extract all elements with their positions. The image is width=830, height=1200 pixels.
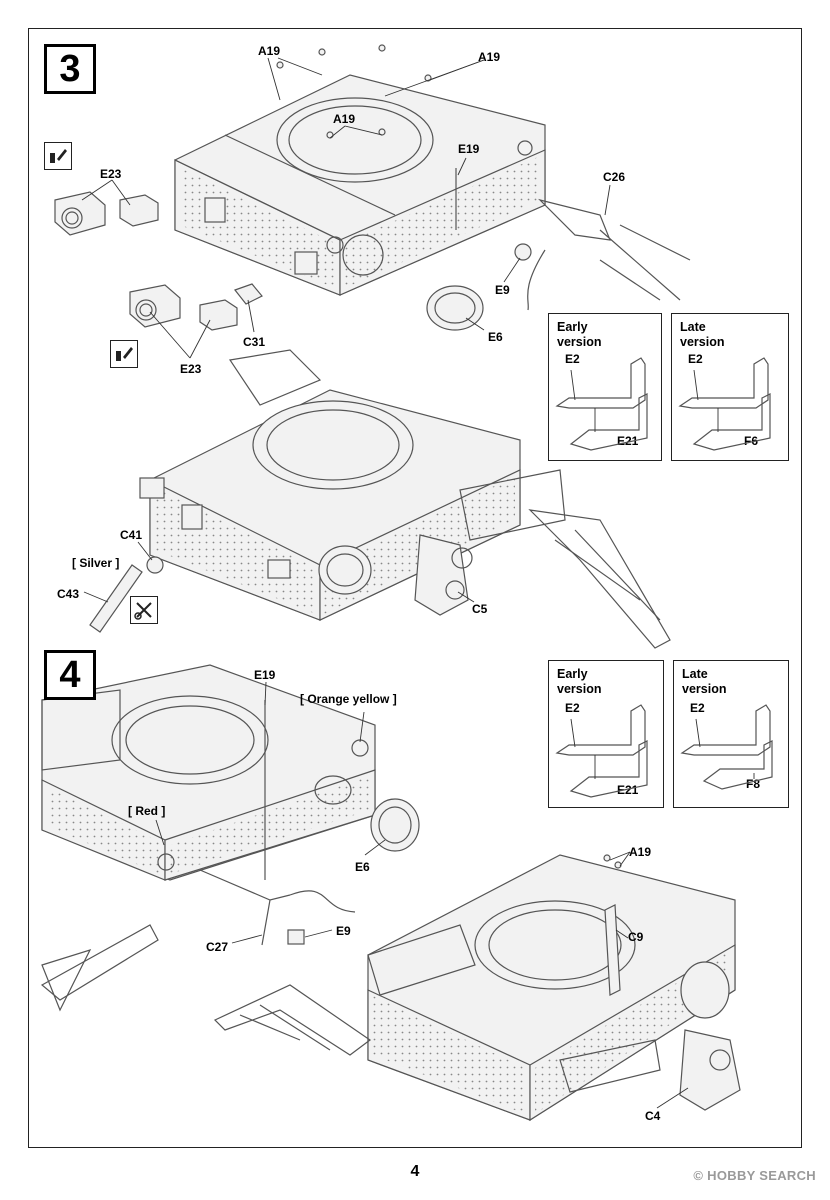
part-label-e9: E9 (336, 924, 351, 938)
part-label-e2: E2 (690, 701, 705, 715)
variant-box-early: Early version E2 E21 (548, 313, 662, 461)
part-label-c31: C31 (243, 335, 266, 349)
part-label-c43: C43 (57, 587, 80, 601)
variant-title: Late version (682, 667, 727, 696)
part-label-e21: E21 (617, 783, 639, 797)
instruction-frame (28, 28, 802, 1148)
variant-box-early: Early version E2 E21 (548, 660, 664, 808)
watermark-brand: HOBBY SEARCH (707, 1168, 816, 1183)
paint-callout-silver: [ Silver ] (72, 556, 120, 570)
paint-callout-red: [ Red ] (128, 804, 166, 818)
variant-part-drawing (555, 704, 648, 798)
part-label-e6: E6 (488, 330, 503, 344)
part-label-a19: A19 (333, 112, 356, 126)
part-label-c5: C5 (472, 602, 488, 616)
step3-upper-hull (54, 44, 691, 359)
part-label-e19: E19 (254, 668, 276, 682)
part-label-e19: E19 (458, 142, 480, 156)
part-label-e23: E23 (100, 167, 122, 181)
part-label-c9: C9 (628, 930, 644, 944)
part-label-a19: A19 (629, 845, 652, 859)
page-number: 4 (410, 1163, 420, 1180)
part-label-e2: E2 (565, 352, 580, 366)
step3-lower-hull (83, 349, 671, 649)
step4-rear-hull (40, 664, 420, 1012)
step-number-4: 4 (44, 650, 96, 700)
part-label-a19: A19 (478, 50, 501, 64)
variant-part-drawing (678, 357, 771, 451)
step-number-3: 3 (44, 44, 96, 94)
part-label-e23: E23 (180, 362, 202, 376)
variant-part-drawing (555, 357, 648, 451)
part-label-c41: C41 (120, 528, 143, 542)
part-label-e6: E6 (355, 860, 370, 874)
variant-box-late: Late version E2 F8 (673, 660, 789, 808)
part-label-c26: C26 (603, 170, 626, 184)
part-label-a19: A19 (258, 44, 281, 58)
variant-title: Late version (680, 320, 725, 349)
variant-title: Early version (557, 667, 602, 696)
watermark-symbol: © (693, 1168, 704, 1183)
step4-front-hull (213, 851, 741, 1122)
watermark: © HOBBY SEARCH (693, 1168, 816, 1183)
part-label-f6: F6 (744, 434, 759, 448)
part-label-e21: E21 (617, 434, 639, 448)
paint-callout-orange-yellow: [ Orange yellow ] (300, 692, 397, 706)
variant-title: Early version (557, 320, 602, 349)
cut-icon (130, 596, 158, 624)
part-label-c27: C27 (206, 940, 229, 954)
variant-box-late: Late version E2 F6 (671, 313, 789, 461)
part-label-c4: C4 (645, 1109, 661, 1123)
part-label-e2: E2 (688, 352, 703, 366)
part-label-e9: E9 (495, 283, 510, 297)
glue-icon (44, 142, 72, 170)
variant-part-drawing (680, 704, 773, 790)
part-label-e2: E2 (565, 701, 580, 715)
glue-icon (110, 340, 138, 368)
